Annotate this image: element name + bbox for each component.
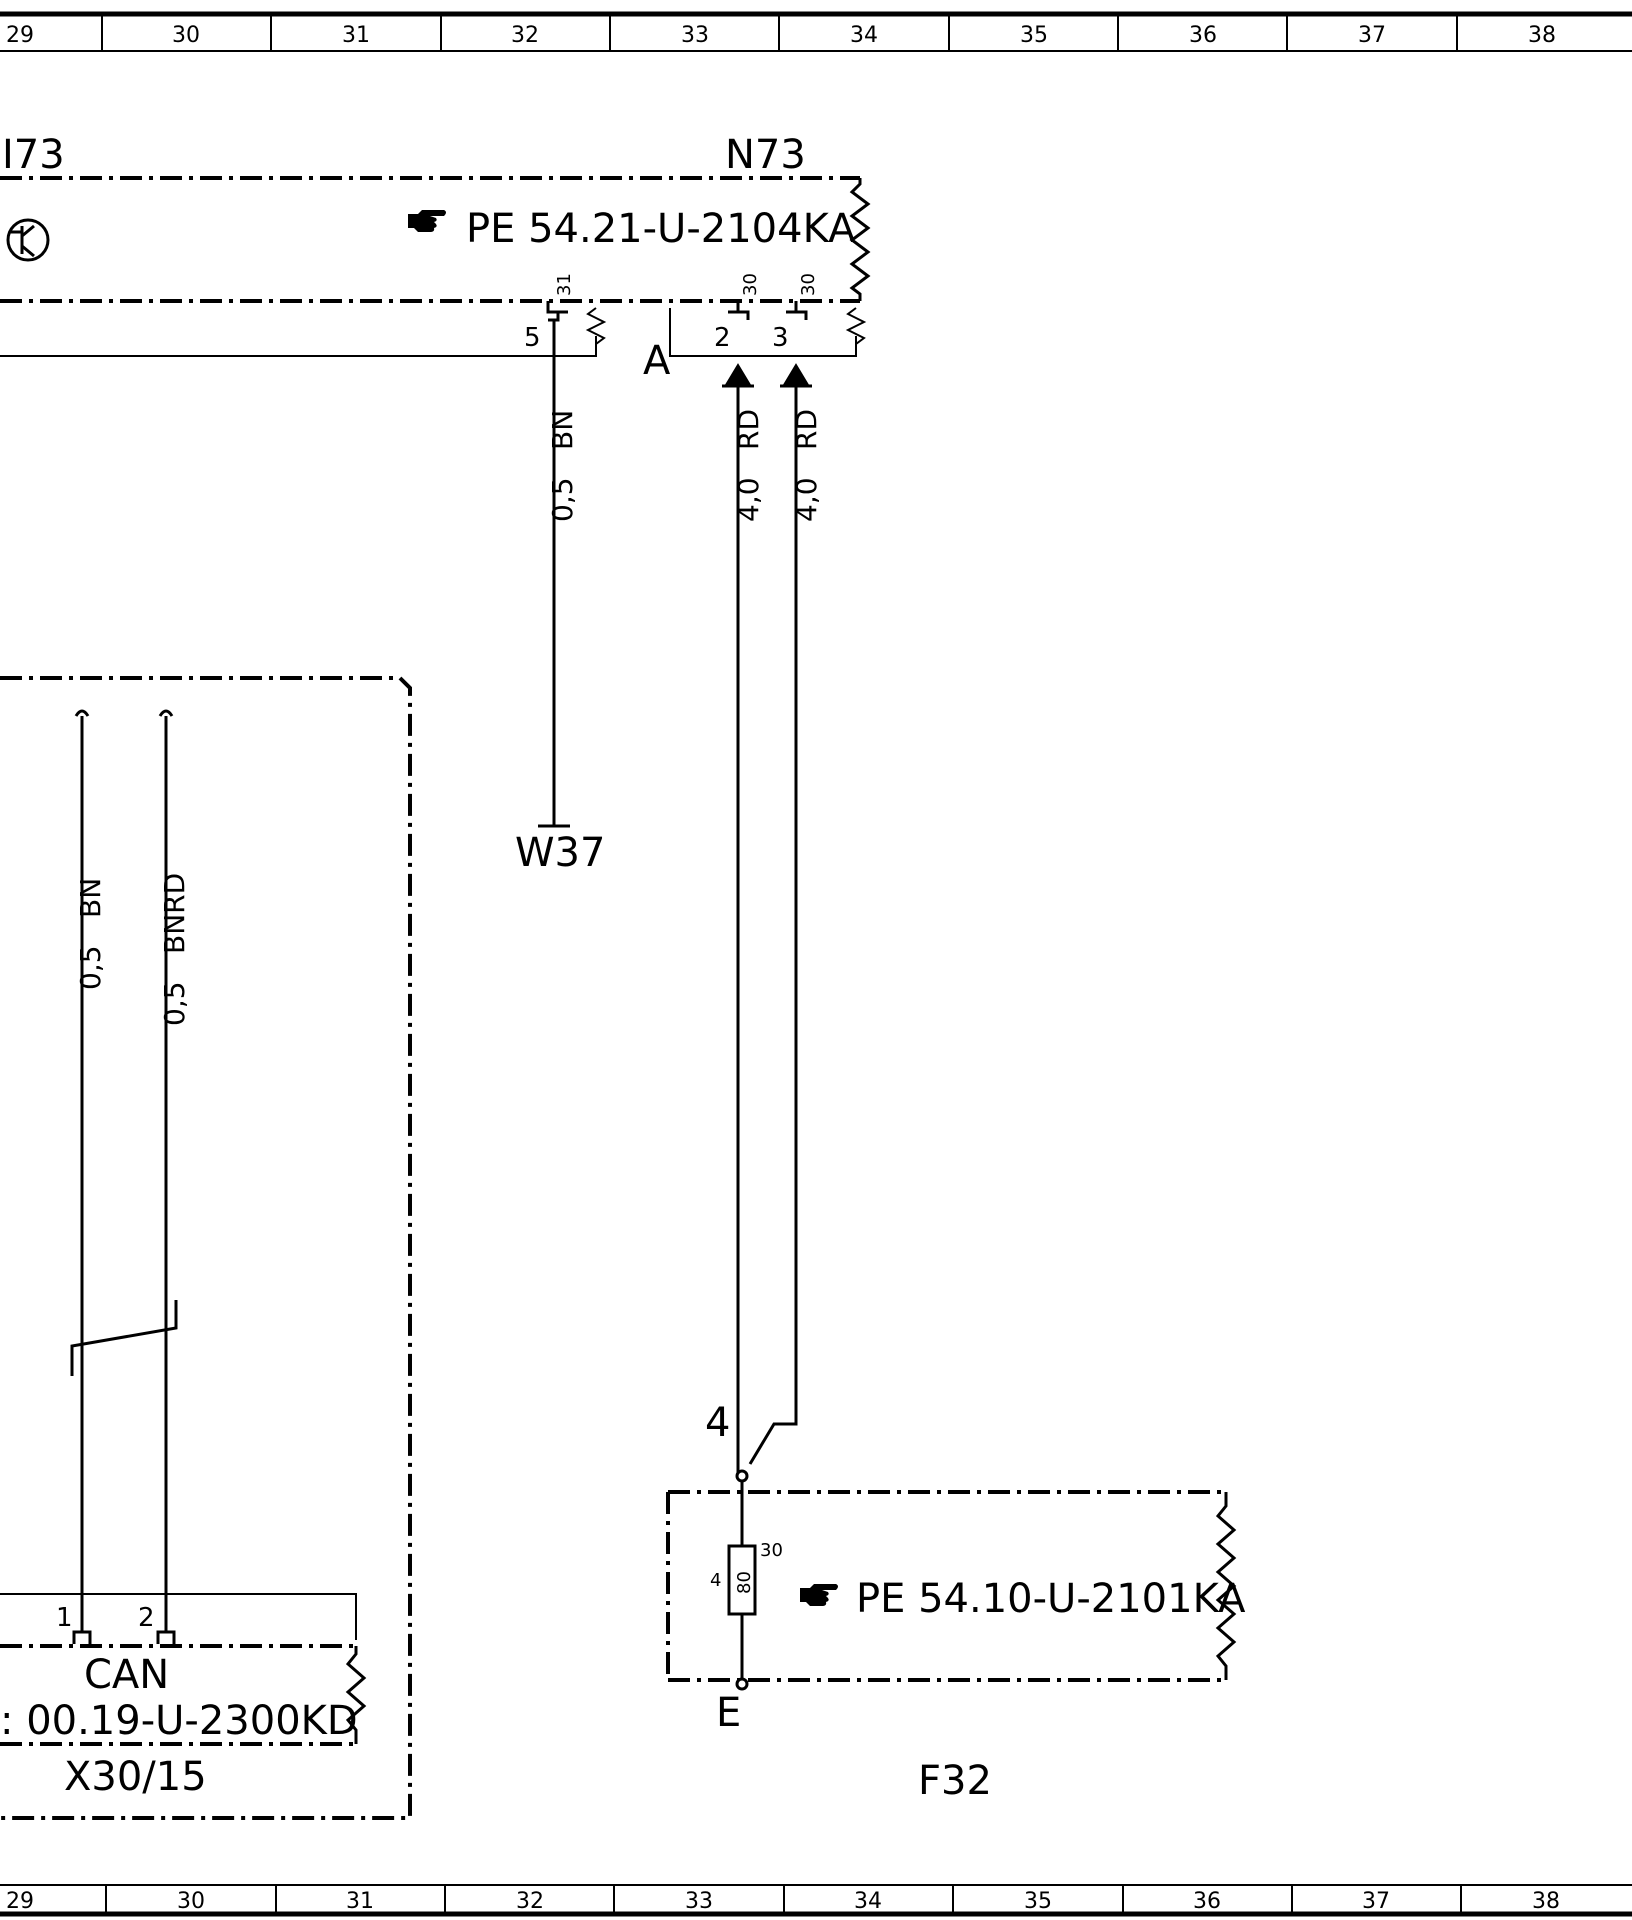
wire-color-label: RD xyxy=(790,409,823,450)
wire-size-label: 0,5 xyxy=(74,945,107,990)
can-sublabel: CAN xyxy=(84,1652,169,1698)
plug-icon xyxy=(72,1620,92,1644)
top-grid-col-34: 34 xyxy=(850,23,878,48)
top-grid-col-32: 32 xyxy=(511,23,539,48)
wire-size-label: 4,0 xyxy=(790,477,823,522)
n73-label: N73 xyxy=(725,132,806,178)
resistor-zigzag-left xyxy=(585,307,607,345)
plug-icon xyxy=(546,301,568,322)
fuse-terminal-label: 30 xyxy=(760,1540,783,1561)
resistor-zigzag-right xyxy=(845,307,867,345)
wire-color-label: BN xyxy=(546,410,579,450)
top-grid-col-36: 36 xyxy=(1189,23,1217,48)
can-outer-border xyxy=(0,676,412,1820)
n73-pin-3-group: 30 3 xyxy=(772,273,819,353)
n73-pin-3-terminal: 30 xyxy=(798,273,819,296)
bottom-grid-col-33: 33 xyxy=(685,1889,713,1914)
wire-size-label: 4,0 xyxy=(732,477,765,522)
bottom-grid-col-34: 34 xyxy=(854,1889,882,1914)
bottom-grid-col-35: 35 xyxy=(1024,1889,1052,1914)
pointing-hand-icon xyxy=(800,1584,838,1606)
n73-pin-3-label: 3 xyxy=(772,323,789,353)
n73-pin-2-label: 2 xyxy=(714,323,731,353)
fuse-body xyxy=(727,1544,757,1616)
ground-icon xyxy=(735,1677,749,1691)
bottom-grid-col-30: 30 xyxy=(177,1889,205,1914)
wire-color-label: BNRD xyxy=(158,873,191,954)
can-module: 0,5 BN 0,5 BNRD 1 2 CAN : 00.19-U-2300KD xyxy=(0,676,412,1820)
top-grid-strip: 29 30 31 32 33 34 35 36 37 38 xyxy=(0,11,1632,52)
n73-pin-2-terminal: 30 xyxy=(740,273,761,296)
pointing-hand-icon xyxy=(408,210,446,232)
f32-pin-top-label: 4 xyxy=(705,1400,730,1446)
n73-pin-5-group: 31 5 xyxy=(524,273,575,353)
top-grid-col-37: 37 xyxy=(1358,23,1386,48)
diode-symbol-1 xyxy=(722,363,754,388)
wire-size-label: 0,5 xyxy=(158,981,191,1026)
bottom-grid-col-32: 32 xyxy=(516,1889,544,1914)
x30-15-label: X30/15 xyxy=(64,1754,207,1800)
wire-color-label: BN xyxy=(74,878,107,918)
x30-15-pin-2-label: 2 xyxy=(138,1603,155,1633)
wire-can-2: 0,5 BNRD xyxy=(158,709,191,1620)
wire-color-label: RD xyxy=(732,409,765,450)
n73-module: I73 N73 PE 54.21-U-2104KA A 31 xyxy=(0,132,871,388)
n73-pin-2-group: 30 2 xyxy=(714,273,761,353)
wire-n73-w37: 0,5 BN W37 xyxy=(515,320,605,876)
top-grid-col-33: 33 xyxy=(681,23,709,48)
wire-can-1: 0,5 BN xyxy=(74,709,107,1620)
f32-connector-label: E xyxy=(716,1690,741,1736)
x30-15-pin-1-label: 1 xyxy=(56,1603,73,1633)
bottom-grid-col-31: 31 xyxy=(346,1889,374,1914)
w37-label: W37 xyxy=(515,830,605,876)
n73-reference: PE 54.21-U-2104KA xyxy=(466,206,856,252)
x30-15-break-line xyxy=(345,1646,367,1744)
wire-n73-f32-a: 4,0 RD xyxy=(732,386,765,1478)
top-grid-col-35: 35 xyxy=(1020,23,1048,48)
f32-break-line xyxy=(1215,1492,1237,1680)
wire-n73-f32-b: 4,0 RD xyxy=(748,386,823,1465)
diode-symbol-2 xyxy=(780,363,812,388)
f32-pin-top-dot xyxy=(735,1469,749,1483)
n73-left-bracket xyxy=(0,336,597,357)
f32-label: F32 xyxy=(918,1758,992,1804)
top-grid-col-29: 29 xyxy=(6,23,34,48)
wire-size-label: 0,5 xyxy=(546,477,579,522)
x30-15-reference: : 00.19-U-2300KD xyxy=(0,1698,358,1744)
n73-break-line xyxy=(849,178,871,301)
top-grid-col-38: 38 xyxy=(1528,23,1556,48)
top-grid-col-30: 30 xyxy=(172,23,200,48)
transistor-icon xyxy=(6,218,50,262)
bottom-grid-strip: 29 30 31 32 33 34 35 36 37 38 xyxy=(0,1884,1632,1917)
connector-a-bracket xyxy=(669,308,857,357)
n173-label: I73 xyxy=(2,132,65,178)
bottom-grid-col-37: 37 xyxy=(1362,1889,1390,1914)
f32-module: 4 80 4 30 PE 54.10-U-2101KA E F32 xyxy=(666,1400,1246,1804)
plug-icon xyxy=(156,1620,176,1644)
bottom-grid-col-38: 38 xyxy=(1532,1889,1560,1914)
twisted-pair-marker xyxy=(70,1300,178,1376)
top-grid-col-31: 31 xyxy=(342,23,370,48)
bottom-grid-col-29: 29 xyxy=(6,1889,34,1914)
plug-icon xyxy=(728,301,750,320)
x30-15-bracket xyxy=(0,1593,357,1640)
n73-pin-5-terminal: 31 xyxy=(554,273,575,296)
fuse-left-pin-label: 4 xyxy=(710,1570,721,1591)
bottom-grid-col-36: 36 xyxy=(1193,1889,1221,1914)
plug-icon xyxy=(786,301,808,320)
fuse-value-label: 80 xyxy=(734,1571,755,1594)
n73-pin-5-label: 5 xyxy=(524,323,541,353)
connector-a-label: A xyxy=(643,338,671,384)
f32-reference: PE 54.10-U-2101KA xyxy=(856,1576,1246,1622)
